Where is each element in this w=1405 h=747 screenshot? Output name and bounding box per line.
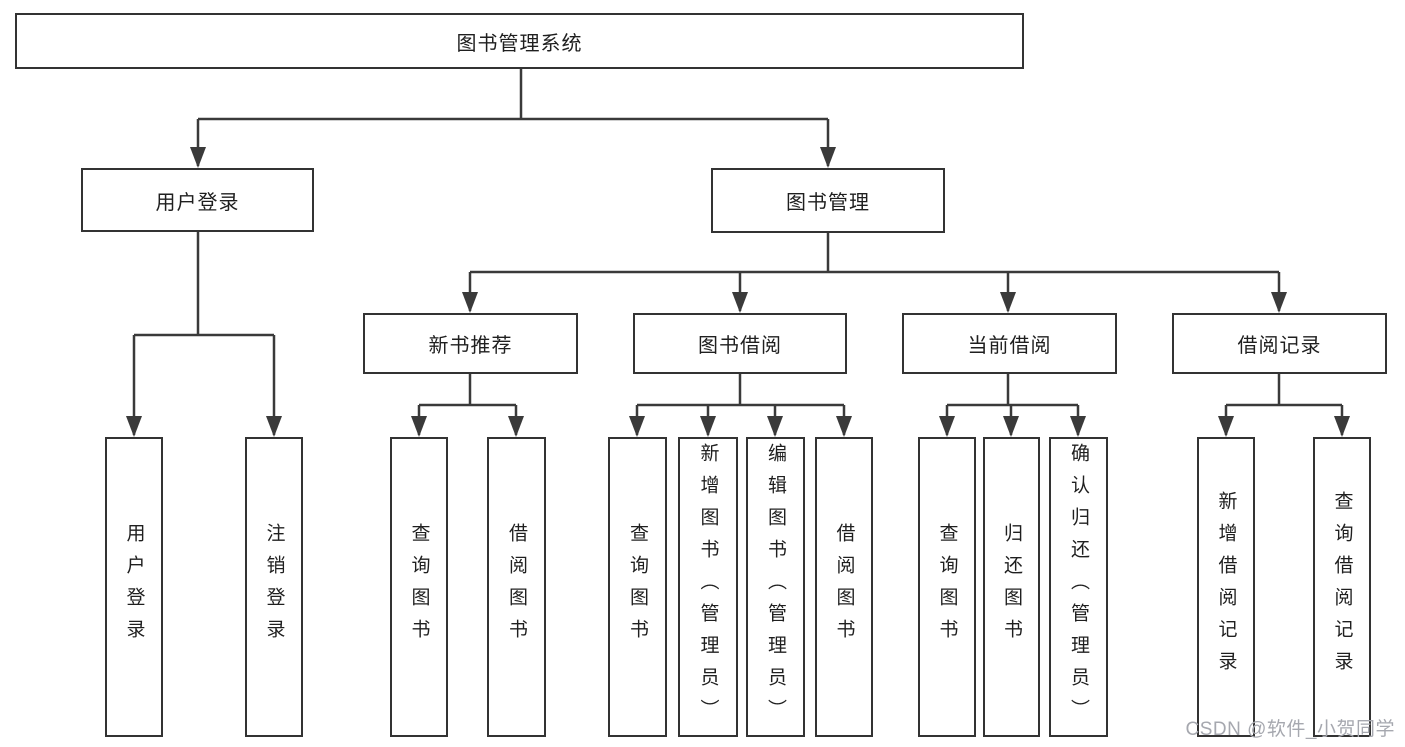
arrowhead-icon [190, 147, 206, 168]
arrowhead-icon [836, 416, 852, 437]
leaf-confirm-return-admin-label: 确认归还（管理员） [1068, 443, 1089, 731]
arrowhead-icon [629, 416, 645, 437]
node-borrow-records: 借阅记录 [1172, 313, 1387, 374]
node-user-login-label: 用户登录 [155, 191, 240, 214]
leaf-query-books-borrow-label: 查询图书 [627, 523, 648, 651]
leaf-borrow-books-recommend: 借阅图书 [487, 437, 546, 737]
leaf-query-books-recommend: 查询图书 [390, 437, 448, 737]
node-borrow-records-label: 借阅记录 [1237, 335, 1322, 357]
leaf-edit-books-admin-label: 编辑图书（管理员） [765, 443, 786, 731]
node-new-book-recommend-label: 新书推荐 [428, 335, 513, 357]
connector-bookmgmt-to-level3 [468, 233, 1281, 311]
arrowhead-icon [266, 416, 282, 437]
arrowhead-icon [1334, 416, 1350, 437]
arrowhead-icon [1070, 416, 1086, 437]
node-book-borrow-label: 图书借阅 [698, 335, 782, 357]
node-book-borrow: 图书借阅 [633, 313, 847, 374]
leaf-query-borrow-record-label: 查询借阅记录 [1331, 491, 1353, 683]
leaf-query-books-recommend-label: 查询图书 [408, 523, 430, 651]
leaf-borrow-books-label: 借阅图书 [833, 523, 855, 651]
node-book-management-label: 图书管理 [786, 192, 870, 214]
connector-borrowrecords-to-leaves [1224, 374, 1344, 435]
leaf-confirm-return-admin: 确认归还（管理员） [1049, 437, 1108, 737]
node-user-login: 用户登录 [81, 168, 314, 232]
arrowhead-icon [767, 416, 783, 437]
leaf-query-books-current-label: 查询图书 [936, 523, 958, 651]
node-new-book-recommend: 新书推荐 [363, 313, 578, 374]
leaf-borrow-books-recommend-label: 借阅图书 [506, 523, 527, 651]
node-current-borrow-label: 当前借阅 [967, 335, 1052, 357]
leaf-add-books-admin-label: 新增图书（管理员） [697, 443, 719, 731]
connector-paths [132, 69, 1344, 435]
connector-userlogin-to-leaves [132, 232, 276, 435]
node-current-borrow: 当前借阅 [902, 313, 1117, 374]
arrowhead-icon [700, 416, 716, 437]
arrowhead-icon [820, 147, 836, 168]
leaf-query-books-current: 查询图书 [918, 437, 976, 737]
arrowhead-icon [508, 416, 524, 437]
leaf-add-books-admin: 新增图书（管理员） [678, 437, 738, 737]
node-root-label: 图书管理系统 [456, 32, 583, 55]
connector-newbook-to-leaves [417, 374, 518, 435]
arrowhead-icon [1000, 292, 1016, 313]
arrowhead-icon [462, 292, 478, 313]
leaf-add-borrow-record-label: 新增借阅记录 [1215, 491, 1237, 683]
leaf-return-books-label: 归还图书 [1001, 523, 1022, 651]
node-root-system: 图书管理系统 [15, 13, 1024, 69]
arrowhead-icon [732, 292, 748, 313]
csdn-watermark: CSDN @软件_小贺同学 [1185, 719, 1395, 740]
arrowhead-icon [939, 416, 955, 437]
arrowhead-icon [411, 416, 427, 437]
leaf-edit-books-admin: 编辑图书（管理员） [746, 437, 805, 737]
arrowhead-icon [1218, 416, 1234, 437]
leaf-borrow-books: 借阅图书 [815, 437, 873, 737]
arrowhead-icon [1271, 292, 1287, 313]
leaf-logout-label: 注销登录 [263, 523, 285, 651]
connector-bookborrow-to-leaves [635, 374, 846, 435]
arrowheads [126, 147, 1350, 437]
leaf-query-books-borrow: 查询图书 [608, 437, 667, 737]
leaf-user-login: 用户登录 [105, 437, 163, 737]
arrowhead-icon [1003, 416, 1019, 437]
leaf-user-login-label: 用户登录 [123, 523, 145, 651]
leaf-query-borrow-record: 查询借阅记录 [1313, 437, 1371, 737]
leaf-return-books: 归还图书 [983, 437, 1040, 737]
node-book-management: 图书管理 [711, 168, 945, 233]
arrowhead-icon [126, 416, 142, 437]
leaf-logout: 注销登录 [245, 437, 303, 737]
connector-root-to-level2 [196, 69, 830, 166]
leaf-add-borrow-record: 新增借阅记录 [1197, 437, 1255, 737]
